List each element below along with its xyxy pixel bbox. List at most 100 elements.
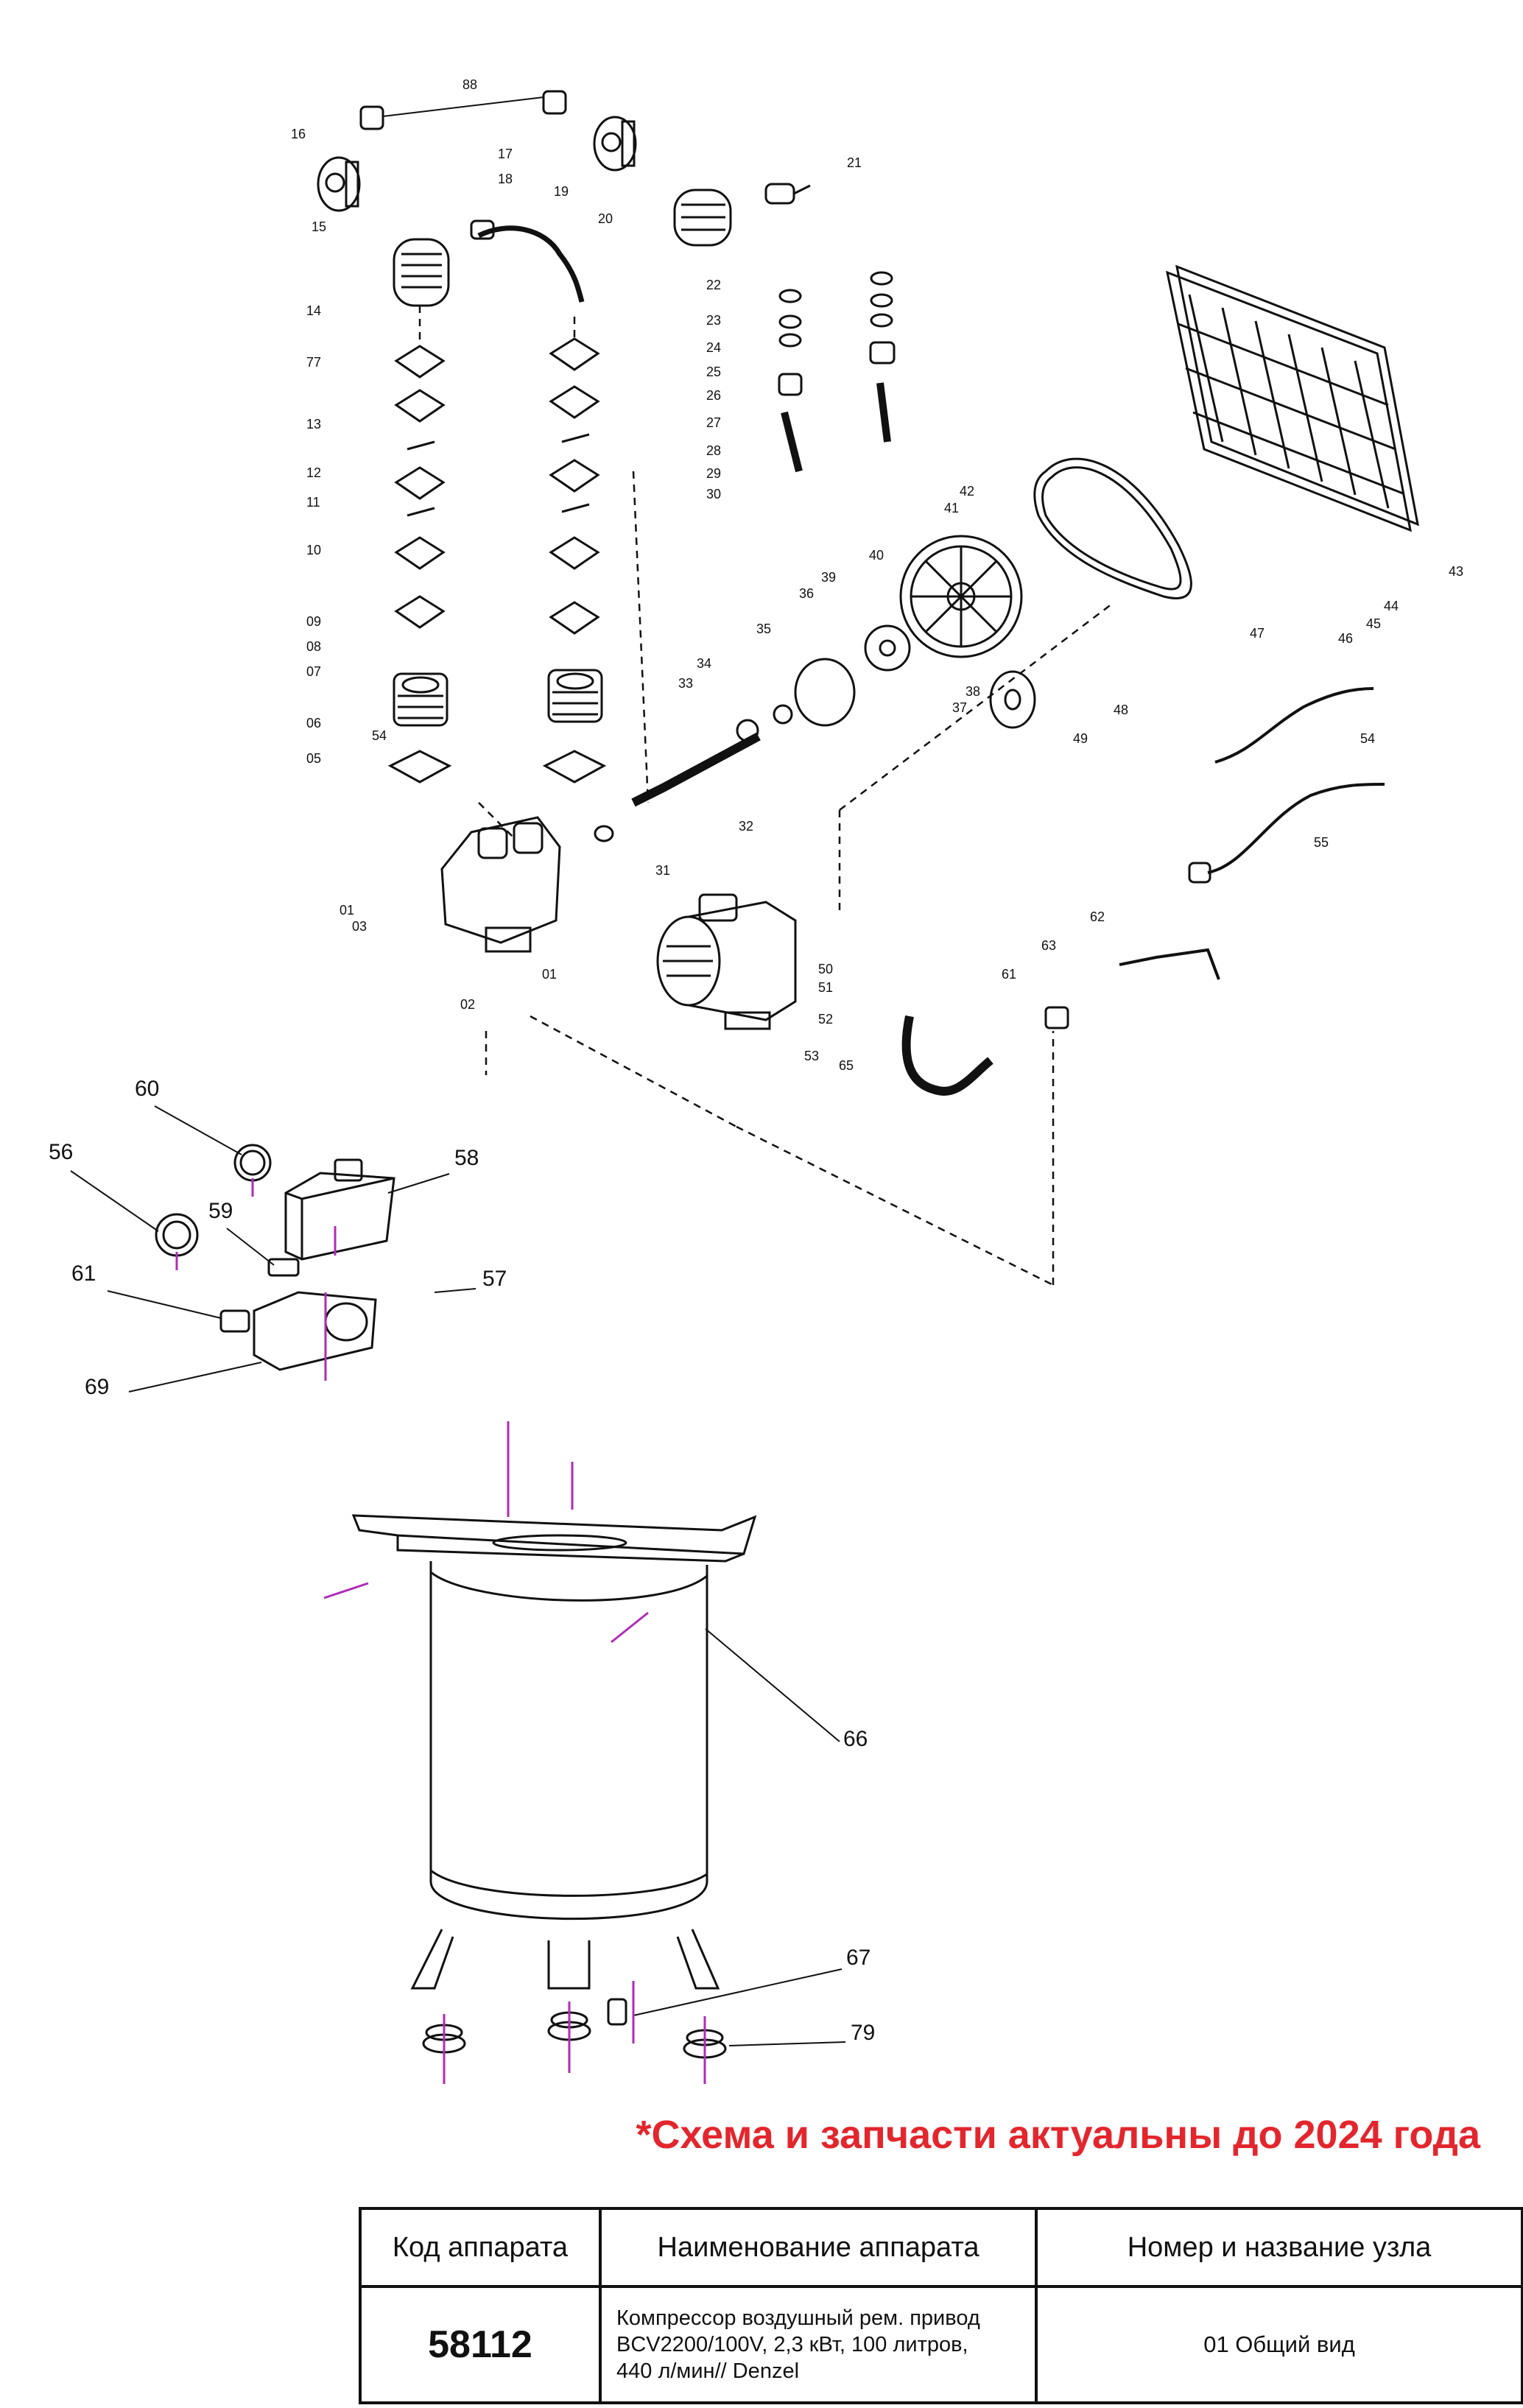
part-callout-label: 61: [71, 1261, 96, 1286]
part-callout-label: 30: [706, 487, 721, 501]
part-callout-label: 01: [542, 967, 557, 982]
discharge-hose-65: [901, 1015, 993, 1096]
part-callout-label: 34: [697, 656, 711, 671]
part-callout-label: 05: [306, 751, 321, 766]
part-callout-label: 39: [821, 570, 836, 585]
gasket-stack-right: [549, 337, 600, 635]
cable-54: [1214, 687, 1374, 764]
crankcase: [440, 816, 561, 953]
part-callout-label: 18: [498, 172, 513, 186]
validity-note: *Схема и запчасти актуальны до 2024 года: [636, 2113, 1480, 2157]
motor-pulley: [989, 670, 1036, 729]
part-callout-label: 88: [462, 77, 477, 92]
part-callout-label: 19: [554, 184, 569, 199]
parts-info-table: Код аппарата Наименование аппарата Номер…: [359, 2207, 1523, 2404]
part-callout-label: 23: [706, 313, 721, 328]
part-callout-label: 54: [1360, 731, 1375, 746]
part-callout-label: 01: [340, 903, 354, 918]
transfer-pipe: [470, 219, 585, 303]
assembly-dashed-lines: [418, 306, 1113, 1286]
part-callout-label: 79: [851, 2021, 875, 2045]
part-callout-label: 50: [818, 962, 833, 976]
crankshaft: [594, 704, 793, 842]
table-header-row: Код аппарата Наименование аппарата Номер…: [359, 2207, 1523, 2288]
feet-79: [422, 2011, 727, 2059]
part-callout-label: 65: [839, 1058, 854, 1073]
part-callout-label: 59: [208, 1199, 233, 1223]
part-callout-label: 26: [706, 388, 721, 403]
part-callout-label: 10: [306, 543, 321, 557]
device-name-line: 440 л/мин// Denzel: [616, 2359, 800, 2384]
part-callout-label: 63: [1041, 938, 1056, 953]
part-callout-label: 56: [49, 1140, 73, 1164]
part-callout-label: 21: [847, 155, 862, 170]
part-callout-label: 69: [85, 1375, 109, 1399]
part-callout-label: 16: [291, 127, 306, 141]
filter-caps: [359, 90, 567, 130]
belt: [1033, 457, 1192, 599]
part-callout-label: 31: [655, 863, 670, 878]
cylinder-head-right: [673, 189, 732, 247]
part-callout-label: 15: [312, 219, 326, 234]
device-name-line: BCV2200/100V, 2,3 кВт, 100 литров,: [616, 2332, 968, 2356]
part-callout-label: 47: [1250, 626, 1265, 641]
node-name: 01 Общий вид: [1035, 2285, 1523, 2404]
callout-leaders: [70, 1105, 846, 2046]
part-callout-label: 44: [1384, 599, 1399, 613]
gasket-stack-left: [394, 345, 446, 629]
part-callout-label: 12: [306, 465, 321, 480]
part-callout-label: 14: [306, 303, 321, 318]
fastener-markers: [175, 1178, 706, 2084]
part-callout-label: 11: [306, 495, 320, 510]
part-callout-label: 08: [306, 639, 321, 654]
part-callout-label: 58: [454, 1146, 479, 1170]
part-callout-label: 55: [1314, 835, 1329, 850]
part-callout-label: 49: [1073, 731, 1088, 746]
cylinder-head-left: [393, 238, 450, 307]
part-callout-label: 45: [1366, 616, 1381, 631]
part-callout-label: 22: [706, 278, 721, 292]
part-callout-label: 52: [818, 1012, 833, 1027]
part-callout-label: 66: [843, 1727, 868, 1751]
part-callout-label: 33: [678, 676, 693, 691]
electric-motor: [656, 893, 797, 1030]
part-callout-label: 40: [869, 548, 884, 563]
part-callout-label: 48: [1114, 703, 1128, 717]
belt-guard: [1165, 264, 1419, 532]
air-tank-66: [351, 1514, 757, 1990]
header-code: Код аппарата: [359, 2207, 602, 2288]
part-callout-label: 06: [306, 716, 321, 731]
part-callout-label: 28: [706, 443, 721, 458]
part-callout-label: 53: [804, 1049, 819, 1063]
part-callout-label: 54: [372, 728, 387, 743]
fitting-61: [1044, 1006, 1069, 1029]
part-callout-label: 29: [706, 466, 721, 481]
device-code: 58112: [359, 2285, 602, 2404]
check-valve-21: [764, 183, 811, 205]
part-callout-label: 25: [706, 365, 721, 379]
part-callout-label: 03: [352, 919, 367, 934]
part-callout-label: 41: [944, 501, 959, 515]
part-callout-label: 62: [1090, 909, 1105, 924]
part-callout-label: 24: [706, 340, 721, 355]
header-node: Номер и название узла: [1035, 2207, 1523, 2288]
part-callout-label: 07: [306, 664, 321, 679]
part-callout-label: 20: [598, 211, 613, 226]
part-callouts: 8816171819202115222324252627282930147713…: [49, 77, 1463, 2045]
part-callout-label: 36: [799, 586, 814, 601]
part-callout-label: 38: [965, 684, 980, 699]
part-callout-label: 67: [846, 1946, 870, 1970]
part-callout-label: 46: [1338, 631, 1353, 646]
part-callout-label: 32: [739, 819, 753, 834]
part-callout-label: 13: [306, 417, 321, 432]
part-callout-label: 27: [706, 415, 721, 430]
device-name: Компрессор воздушный рем. привод BCV2200…: [599, 2285, 1038, 2404]
air-filter-left: [317, 156, 361, 212]
device-name-line: Компрессор воздушный рем. привод: [616, 2306, 980, 2330]
part-callout-label: 43: [1449, 564, 1463, 579]
cylinders: [387, 669, 607, 784]
part-callout-label: 37: [952, 700, 967, 715]
part-callout-label: 51: [818, 980, 833, 995]
table-row: 58112 Компрессор воздушный рем. привод B…: [359, 2285, 1523, 2404]
flywheel: [899, 535, 1023, 658]
